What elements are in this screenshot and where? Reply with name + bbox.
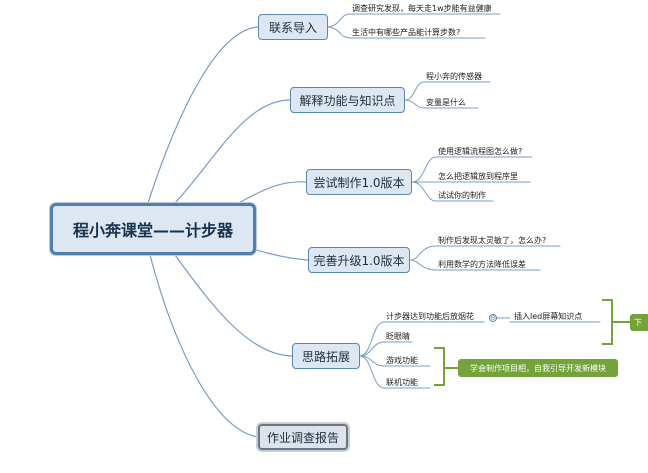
- leaf-online-function[interactable]: 联机功能: [386, 378, 418, 387]
- leaf-step-products[interactable]: 生活中有哪些产品能计算步数?: [352, 28, 461, 37]
- branch-try-v1[interactable]: 尝试制作1.0版本: [306, 169, 412, 195]
- connector-explain-1: [404, 81, 491, 101]
- branch-explain-knowledge[interactable]: 解释功能与知识点: [290, 87, 405, 113]
- leaf-variable[interactable]: 变量是什么: [426, 98, 466, 107]
- connector-improve-2: [409, 259, 541, 271]
- connector-root-to-homework: [149, 254, 259, 438]
- leaf-led-screen[interactable]: 插入led屏幕知识点: [514, 312, 583, 321]
- connector-expand-3: [359, 355, 431, 367]
- leaf-try-your-work[interactable]: 试试你的制作: [438, 191, 486, 200]
- connector-root-to-contact-intro: [147, 26, 259, 204]
- connector-contact-2: [327, 26, 486, 39]
- root-topic[interactable]: 程小奔课堂——计步器: [50, 203, 256, 255]
- leaf-sensor[interactable]: 程小奔的传感器: [426, 72, 482, 81]
- connector-try-1: [411, 156, 533, 183]
- branch-idea-expansion[interactable]: 思路拓展: [292, 343, 360, 369]
- connector-expand-4: [359, 355, 431, 389]
- branch-contact-intro[interactable]: 联系导入: [258, 14, 328, 40]
- connector-expand-2: [359, 341, 413, 357]
- branch-homework-report[interactable]: 作业调查报告: [258, 424, 348, 450]
- leaf-blink[interactable]: 眨眼睛: [386, 332, 410, 341]
- summary-bracket-top: [602, 299, 630, 345]
- leaf-game-function[interactable]: 游戏功能: [386, 356, 418, 365]
- branch-improve-v1[interactable]: 完善升级1.0版本: [308, 247, 410, 273]
- collapse-toggle-icon[interactable]: ⊖: [489, 313, 497, 322]
- connector-root-to-expand: [174, 254, 293, 357]
- connector-contact-1: [327, 13, 501, 28]
- leaf-step-health[interactable]: 调查研究发现，每天走1w步能有益健康: [352, 4, 492, 13]
- connector-root-to-explain: [174, 99, 291, 204]
- leaf-logic-flowchart[interactable]: 使用逻辑流程图怎么做?: [438, 147, 523, 156]
- connector-expand-1: [359, 321, 485, 357]
- summary-bracket-bottom: [434, 347, 458, 386]
- connector-improve-1: [409, 245, 561, 261]
- leaf-too-sensitive[interactable]: 制作后发现太灵敏了，怎么办?: [438, 236, 547, 245]
- connector-explain-2: [404, 99, 479, 109]
- leaf-fireworks[interactable]: 计步器达到功能后放烟花: [386, 312, 474, 321]
- connector-try-3: [411, 181, 494, 202]
- leaf-reduce-error[interactable]: 利用数学的方法降低误差: [438, 260, 526, 269]
- summary-edge-label[interactable]: 下: [630, 314, 648, 331]
- leaf-logic-to-program[interactable]: 怎么把逻辑放到程序里: [438, 172, 518, 181]
- summary-project-label[interactable]: 学会制作项目相，自我引导开发新模块: [458, 359, 618, 377]
